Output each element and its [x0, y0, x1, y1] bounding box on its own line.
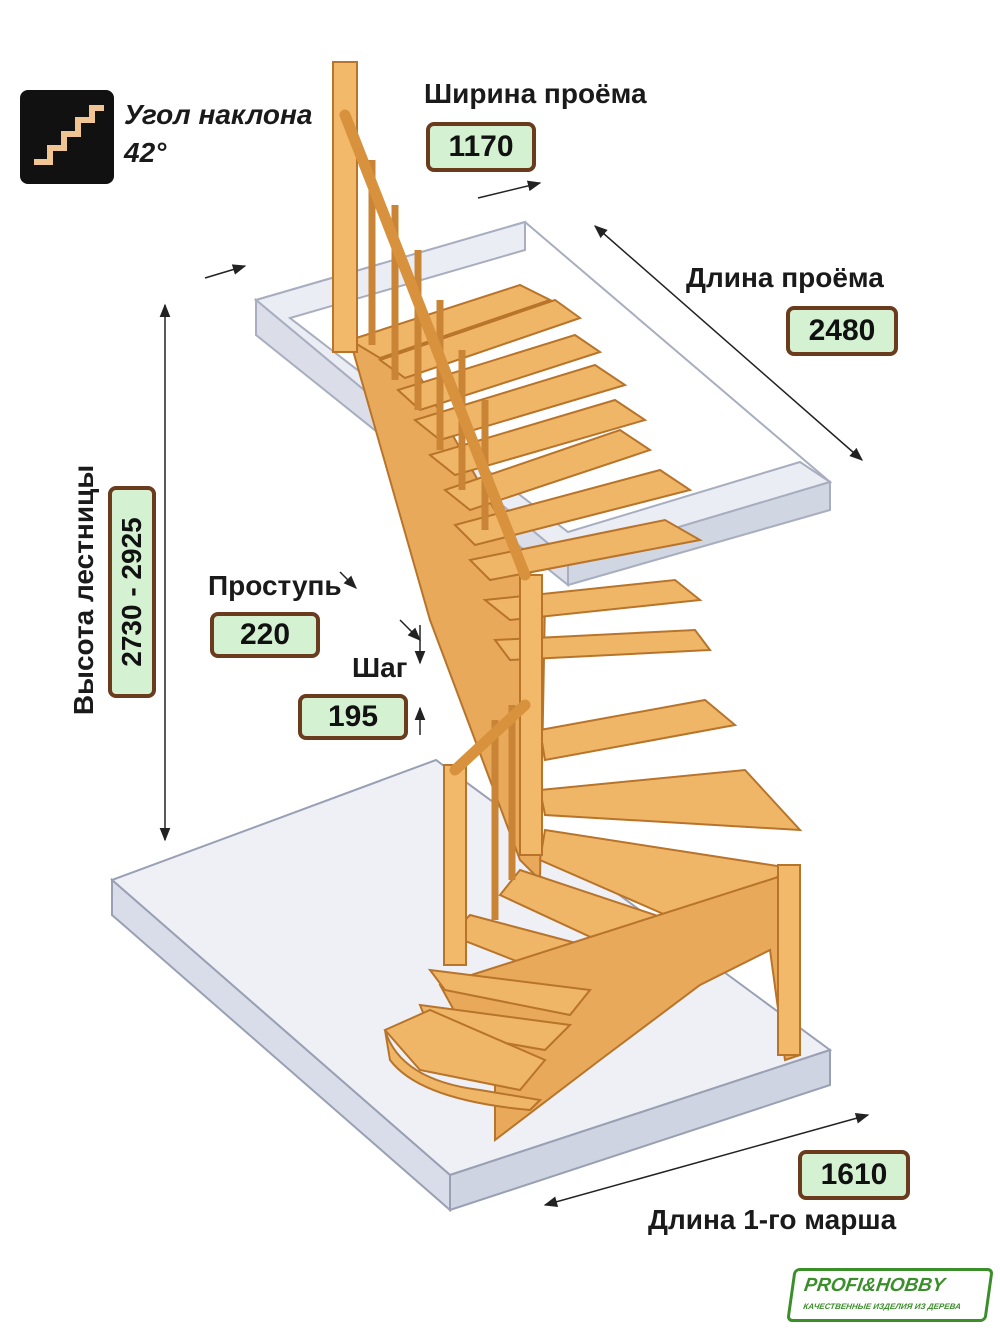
stair-height-value-box: 2730 - 2925 — [108, 486, 156, 698]
logo-tagline: КАЧЕСТВЕННЫЕ ИЗДЕЛИЯ ИЗ ДЕРЕВА — [802, 1302, 962, 1311]
lower-treads — [383, 968, 592, 1112]
opening-length-label: Длина проёма — [686, 262, 884, 293]
tread-value: 220 — [210, 612, 320, 658]
first-flight-value: 1610 — [798, 1150, 910, 1200]
newel-posts — [332, 61, 801, 1056]
stairs-icon — [20, 90, 114, 184]
angle-value: 42° — [124, 137, 167, 168]
step-value: 195 — [298, 694, 408, 740]
angle-caption: Угол наклона 42° — [124, 96, 312, 172]
logo-wordmark: PROFI&HOBBY — [802, 1275, 947, 1296]
opening-length-value: 2480 — [786, 306, 898, 356]
stair-height-label: Высота лестницы — [68, 464, 99, 716]
stair-height-value: 2730 - 2925 — [116, 517, 147, 667]
dimension-lines — [159, 180, 870, 1207]
handrails — [339, 109, 531, 776]
brand-logo: PROFI&HOBBY КАЧЕСТВЕННЫЕ ИЗДЕЛИЯ ИЗ ДЕРЕ… — [786, 1268, 994, 1322]
opening-width-value: 1170 — [426, 122, 536, 172]
tread-label: Проступь — [208, 570, 342, 601]
step-label: Шаг — [352, 652, 408, 683]
opening-width-label: Ширина проёма — [424, 78, 647, 109]
angle-title: Угол наклона — [124, 99, 313, 130]
first-flight-label: Длина 1-го марша — [648, 1204, 897, 1235]
